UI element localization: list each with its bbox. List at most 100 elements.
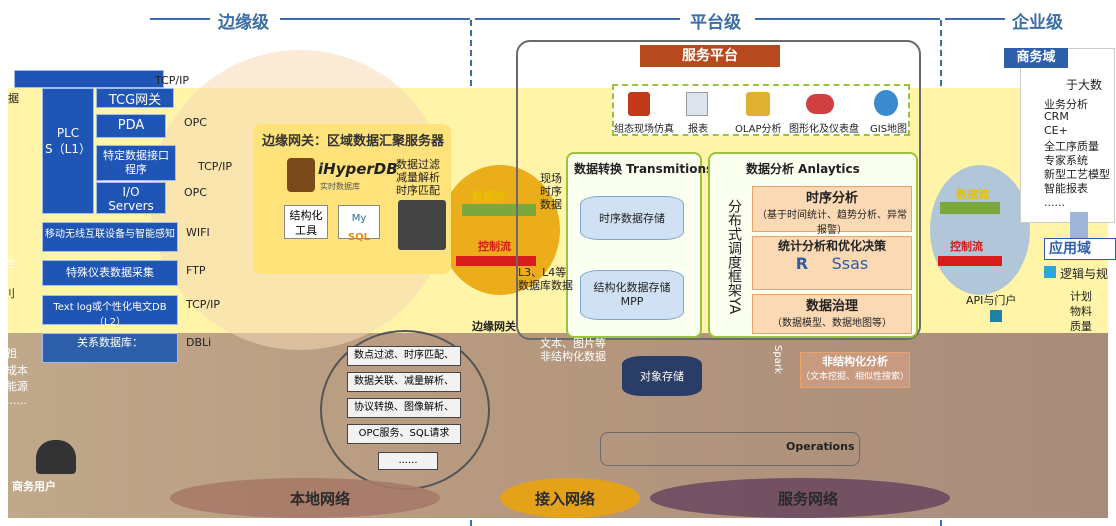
stat-opt: 统计分析和优化决策 R Ssas xyxy=(752,236,912,290)
tier-platform: 平台级 xyxy=(690,13,741,33)
site-timing: 现场 时序 数据 xyxy=(540,172,562,211)
gov-sub: （数据模型、数据地图等） xyxy=(772,318,892,329)
pda-box: PDA xyxy=(96,114,166,138)
tier-arrow xyxy=(150,18,210,20)
tcpip-label: TCP/IP xyxy=(155,74,189,87)
ts-store: 时序数据存储 xyxy=(580,196,684,240)
tier-arrow xyxy=(280,18,470,20)
ftp-label: FTP xyxy=(186,264,206,277)
dist-framework: 分布式调度框架YA xyxy=(726,199,742,315)
sas-logo: Ssas xyxy=(831,254,869,273)
left-frag-3: 祖 xyxy=(6,347,17,360)
data-flow-label-2: 数据流 xyxy=(956,188,989,201)
tier-enterprise: 企业级 xyxy=(1012,13,1063,33)
ent-item-0: 业务分析 xyxy=(1044,98,1088,111)
mysql-sql: SQL xyxy=(347,232,371,243)
edge-op-1: 数据关联、减量解析、 xyxy=(347,372,461,392)
dbl-label: DBLi xyxy=(186,336,212,349)
logic-label: 逻辑与规 xyxy=(1060,267,1109,281)
data-flow-arrow-2 xyxy=(940,202,1000,214)
service-net-label: 服务网络 xyxy=(778,490,839,508)
left-frag-1: 也 xyxy=(4,257,15,270)
left-frag-5: 能源 xyxy=(6,380,28,393)
tier-arrow xyxy=(945,18,1005,20)
tcpip-label-3: TCP/IP xyxy=(186,298,220,311)
spark-label: Spark xyxy=(772,345,783,374)
ent-item-1: CRM xyxy=(1044,110,1069,123)
ent-item-4: 专家系统 xyxy=(1044,154,1088,167)
r-logo: R xyxy=(795,254,809,273)
ts-analysis-title: 时序分析 xyxy=(805,191,858,206)
api-portal: API与门户 xyxy=(966,294,1017,307)
ent-item-2: CE+ xyxy=(1044,124,1068,137)
io-servers: I/O Servers xyxy=(96,182,166,214)
biz-user: 商务用户 xyxy=(12,480,56,493)
wireless-devices: 移动无线互联设备与智能感知 xyxy=(42,222,178,252)
tier-arrow xyxy=(475,18,680,20)
left-ju: 据 xyxy=(8,92,19,105)
text-img-label: 文本、图片等 非结构化数据 xyxy=(540,337,606,363)
struct-tool: 结构化 工具 xyxy=(284,205,328,239)
tcg-gateway: TCG网关 xyxy=(96,88,174,108)
tier-arrow xyxy=(755,18,940,20)
operations-label: Operations xyxy=(786,440,855,453)
icon-label-0: 组态现场仿真 xyxy=(614,124,674,135)
local-net-ellipse xyxy=(170,478,440,518)
logic-bullet xyxy=(1044,266,1056,278)
icon-label-1: 报表 xyxy=(688,124,708,135)
transmissions-title: 数据转换 Transmitions xyxy=(574,162,714,176)
left-frag-2: 刂 xyxy=(4,287,15,300)
ihyperdb-logo: iHyperDB xyxy=(318,160,398,178)
filter-text: 数据过滤 减量解析 时序匹配 xyxy=(396,158,440,197)
flow-circle xyxy=(440,165,560,295)
left-frag-4: 成本 xyxy=(6,364,28,377)
based-big: 于大数 xyxy=(1066,78,1103,92)
edge-op-0: 数点过滤、时序匹配、 xyxy=(347,346,461,366)
api-icon xyxy=(990,310,1002,322)
control-flow-arrow xyxy=(456,256,536,266)
icon-label-3: 图形化及仪表盘 xyxy=(789,124,859,135)
access-net-ellipse xyxy=(500,478,640,518)
top-blue-strip xyxy=(14,70,164,88)
tcpip-label-2: TCP/IP xyxy=(198,160,232,173)
gis-icon xyxy=(874,90,898,116)
service-net-ellipse xyxy=(650,478,950,518)
control-flow-arrow-2 xyxy=(938,256,1002,266)
graph-icon xyxy=(806,94,834,114)
relational-db: 关系数据库： xyxy=(42,333,178,363)
service-platform xyxy=(516,40,921,340)
stat-opt-title: 统计分析和优化决策 xyxy=(777,239,886,253)
server-icon xyxy=(398,200,446,250)
access-net-label: 接入网络 xyxy=(535,490,596,508)
opc-label-2: OPC xyxy=(184,186,207,199)
local-net-label: 本地网络 xyxy=(290,490,351,508)
flow-circle-right xyxy=(930,165,1030,295)
ent-item-3: 全工序质量 xyxy=(1044,140,1099,153)
l3l4-label: L3、L4等 数据库数据 xyxy=(518,266,573,292)
data-gov: 数据治理 （数据模型、数据地图等） xyxy=(752,294,912,334)
special-meter: 特殊仪表数据采集 xyxy=(42,260,178,286)
opc-label: OPC xyxy=(184,116,207,129)
control-flow-label-2: 控制流 xyxy=(950,240,983,253)
ihyperdb-sub: 实时数据库 xyxy=(320,182,360,191)
left-frag-6: ...... xyxy=(6,394,27,407)
edge-op-3: OPC服务、SQL请求 xyxy=(347,424,461,444)
app-item-1: 物料 xyxy=(1070,305,1092,318)
user-icon xyxy=(36,440,76,474)
icon-label-2: OLAP分析 xyxy=(735,124,782,135)
struct-store: 结构化数据存储 MPP xyxy=(580,270,684,320)
unstruct-sub: （文本挖掘、相似性搜索） xyxy=(801,372,910,382)
analytics-title: 数据分析 Anlaytics xyxy=(746,162,860,176)
exchange-arrow xyxy=(1070,212,1088,238)
app-item-0: 计划 xyxy=(1070,290,1092,303)
report-icon xyxy=(686,92,708,116)
operations-box xyxy=(600,432,860,466)
ts-analysis-sub: （基于时间统计、趋势分析、异常报警） xyxy=(757,210,907,236)
special-interface: 特定数据接口 程序 xyxy=(96,145,176,181)
textlog-box: Text log或个性化电文DB（L2） xyxy=(42,295,178,328)
object-store: 对象存储 xyxy=(622,356,702,396)
ts-analysis: 时序分析 （基于时间统计、趋势分析、异常报警） xyxy=(752,186,912,236)
control-flow-label: 控制流 xyxy=(478,240,511,253)
tier-edge: 边缘级 xyxy=(218,13,269,33)
unstruct-analysis: 非结构化分析 （文本挖掘、相似性搜索） xyxy=(800,352,910,388)
